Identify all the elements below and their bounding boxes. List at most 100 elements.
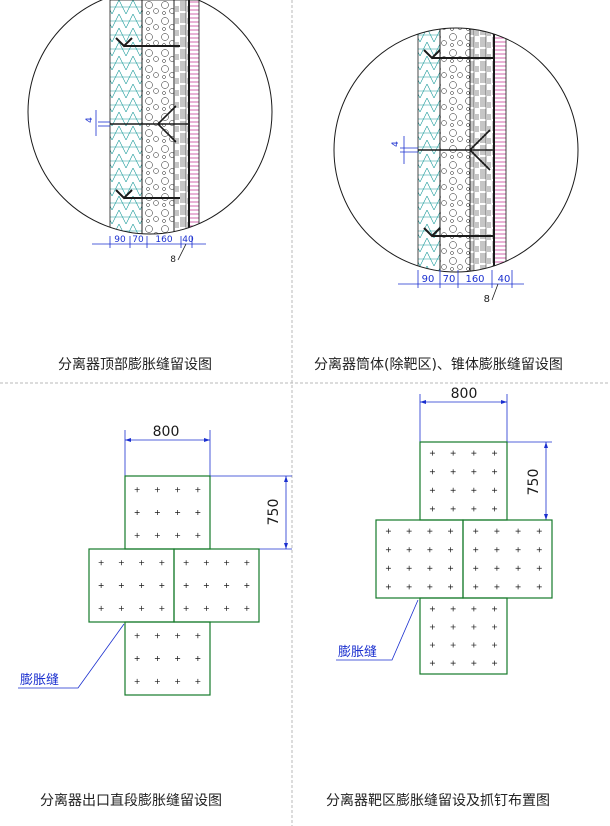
layer-insulation (417, 28, 441, 272)
anchor-plus (471, 660, 477, 666)
joint-leader (18, 623, 125, 689)
anchor-plus (98, 583, 104, 588)
anchor-plus (492, 660, 498, 666)
anchor-plus (195, 510, 201, 515)
anchor-plus (385, 565, 391, 571)
anchor-plus (98, 560, 104, 566)
anchor-plus (450, 469, 456, 475)
anchor-plus (175, 510, 181, 515)
anchor-plus (471, 450, 477, 456)
anchor-plus (536, 547, 542, 553)
anchor-plus (450, 606, 456, 612)
width-dim-label: 800 (153, 424, 180, 440)
layer-insulation (109, 0, 143, 234)
anchor-plus (385, 547, 391, 553)
anchor-plus (515, 547, 521, 553)
anchor-plus (494, 547, 500, 553)
height-dim-label: 750 (266, 499, 282, 526)
anchor-plus (492, 606, 498, 612)
lining-block (462, 519, 553, 599)
anchor-plus (448, 528, 454, 534)
anchor (423, 49, 494, 60)
anchor-plus (450, 624, 456, 630)
anchor (115, 189, 180, 200)
layer-shell (493, 28, 507, 272)
anchor-plus (427, 565, 433, 571)
detail-circle (27, 0, 273, 235)
anchor-plus (154, 510, 160, 515)
top-left-detail: 4 90 70 160 40 8 (27, 0, 273, 265)
joint-label: 膨胀缝 (20, 673, 59, 688)
lining-block (419, 597, 508, 675)
anchor-plus (450, 642, 456, 648)
anchor-plus (244, 605, 250, 611)
anchor-plus (139, 560, 145, 566)
anchor-plus (450, 506, 456, 512)
anchor-plus (471, 606, 477, 612)
anchor-plus (154, 487, 160, 493)
anchor-plus (450, 450, 456, 456)
anchor-plus (494, 565, 500, 571)
caption-top-right: 分离器筒体(除靶区)、锥体膨胀缝留设图 (314, 357, 563, 373)
anchor-plus (406, 528, 412, 534)
anchor-plus (492, 450, 498, 456)
detail-circle (333, 27, 579, 273)
anchor-plus (492, 487, 498, 493)
anchor-plus (154, 532, 160, 538)
anchor-plus (98, 605, 104, 611)
anchor-plus (159, 605, 165, 611)
anchor-plus (134, 532, 140, 538)
dim-8: 8 (170, 255, 176, 265)
anchor-plus (450, 487, 456, 493)
anchor-plus (429, 642, 435, 648)
anchor-plus (471, 469, 477, 475)
anchor-plus (134, 656, 140, 661)
anchor-marks (98, 487, 250, 684)
dim-160: 160 (155, 235, 172, 245)
anchor-plus (429, 450, 435, 456)
anchor-plus (450, 660, 456, 666)
bottom-left-layout: 800 750 膨胀缝 (18, 424, 292, 696)
anchor-plus (175, 532, 181, 538)
dim-4-label: 4 (85, 117, 95, 123)
anchor-plus (492, 624, 498, 630)
bottom-right-layout: 800 750 膨胀缝 (336, 386, 553, 675)
anchor-plus (429, 624, 435, 630)
dim-8: 8 (484, 294, 490, 305)
anchor-plus (471, 624, 477, 630)
lining-block (124, 621, 211, 696)
anchor-plus (118, 560, 124, 566)
anchor-plus (203, 605, 209, 611)
joint-label: 膨胀缝 (338, 645, 377, 660)
caption-bottom-left: 分离器出口直段膨胀缝留设图 (40, 793, 222, 809)
lining-block (173, 548, 260, 623)
anchor-plus (427, 547, 433, 553)
anchor-plus (427, 584, 433, 590)
anchor-plus (406, 584, 412, 590)
anchor-plus (195, 656, 201, 661)
anchor-plus (536, 584, 542, 590)
dim-70: 70 (443, 274, 456, 285)
layer-refractory (469, 28, 495, 272)
anchor-plus (134, 633, 140, 639)
anchor-plus (406, 565, 412, 571)
dim-90: 90 (114, 235, 126, 245)
layer-shell (188, 0, 200, 234)
anchor-plus (195, 633, 201, 639)
anchor-plus (154, 633, 160, 639)
anchor-plus (175, 633, 181, 639)
anchor-plus (224, 560, 230, 566)
anchor-plus (385, 528, 391, 534)
anchor-plus (448, 584, 454, 590)
lining-block (419, 441, 508, 521)
anchor (115, 37, 180, 48)
anchor-plus (244, 560, 250, 566)
anchor-plus (515, 584, 521, 590)
anchor-plus (471, 487, 477, 493)
anchor-plus (175, 487, 181, 493)
anchor-plus (134, 678, 140, 684)
anchor-plus (183, 560, 189, 566)
anchor-plus (175, 678, 181, 684)
anchor-plus (429, 606, 435, 612)
